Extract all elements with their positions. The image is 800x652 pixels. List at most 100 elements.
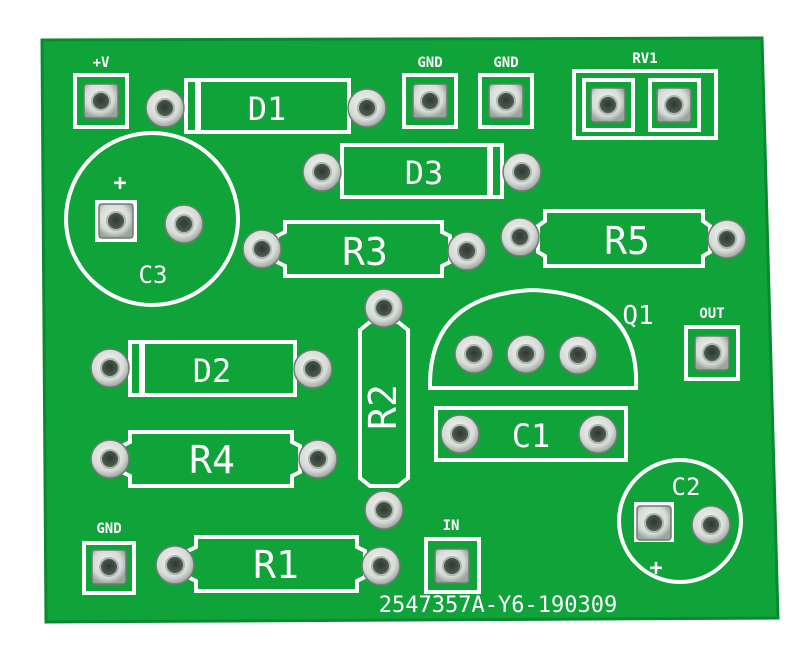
label-c3: C3: [139, 261, 168, 289]
r1-pad-1-hole: [165, 555, 185, 575]
r5-pad-1: [500, 217, 540, 257]
gnd-top-right-pad-hole: [496, 91, 516, 111]
d3-pad-2: [502, 152, 542, 192]
silkscreen-text: +V GND GND RV1 D1 D3 R3 R5 + C3 Q1 OUT D…: [93, 51, 725, 618]
gnd-top-left-outline: [402, 73, 458, 129]
d2-pad-1: [90, 348, 130, 388]
rv1-outline: [572, 69, 718, 140]
r4-pad-1-hole: [100, 449, 120, 469]
rv1-pin2-square: [648, 78, 701, 132]
r3-pad-2: [447, 231, 487, 271]
c2-outline: [617, 458, 743, 584]
out-pad-hole: [702, 343, 722, 363]
c3-pad-2: [164, 204, 204, 244]
in-pad-hole: [442, 556, 462, 576]
r4-pad-2-hole: [308, 449, 328, 469]
rv1-pad-1-hole: [598, 95, 618, 115]
label-r4: R4: [189, 438, 235, 482]
label-d1: D1: [248, 90, 287, 128]
serial-number: 2547357A-Y6-190309: [379, 593, 617, 618]
in-pad: [434, 548, 470, 584]
r3-pad-2-hole: [457, 241, 477, 261]
label-r1: R1: [253, 543, 299, 587]
c2-pad-2-hole: [701, 515, 721, 535]
c2-pad-2: [691, 505, 731, 545]
rv1-pin1-square: [582, 78, 635, 132]
gnd-bottom-pad: [91, 549, 127, 585]
c1-pad-2: [578, 414, 618, 454]
pads: [83, 83, 747, 586]
c3-plus-sign: +: [113, 171, 126, 196]
q1-pad-3-hole: [568, 345, 588, 365]
c3-pad-1: [98, 203, 134, 239]
d3-pad-2-hole: [512, 162, 532, 182]
label-gnd-top-left: GND: [417, 55, 442, 71]
gnd-bottom-outline: [82, 541, 136, 595]
label-gnd-top-right: GND: [493, 55, 518, 71]
r3-pad-1: [242, 229, 282, 269]
q1-pad-1: [454, 334, 494, 374]
plus-v-pad-outline: [73, 73, 129, 129]
label-r3: R3: [342, 230, 388, 274]
c1-outline: [434, 406, 628, 462]
d2-pad-2-hole: [303, 359, 323, 379]
label-out: OUT: [699, 306, 724, 322]
r5-outline: [536, 209, 712, 268]
r4-pad-1: [90, 439, 130, 479]
d1-pad-1-hole: [155, 98, 175, 118]
gnd-top-left-pad-hole: [420, 91, 440, 111]
d2-pad-2: [293, 349, 333, 389]
r1-pad-2-hole: [371, 556, 391, 576]
gnd-top-right-pad: [488, 83, 524, 119]
rv1-pad-2-hole: [664, 95, 684, 115]
label-c1: C1: [512, 417, 551, 455]
r1-pad-1: [155, 545, 195, 585]
r2-pad-1: [364, 288, 404, 328]
r4-pad-2: [298, 439, 338, 479]
label-q1: Q1: [622, 301, 653, 331]
c3-pin1-square: [95, 200, 137, 242]
gnd-top-left-pad: [412, 83, 448, 119]
d1-pad-2-hole: [357, 98, 377, 118]
label-gnd-bottom: GND: [96, 521, 121, 537]
label-d3: D3: [405, 154, 444, 192]
rv1-pad-2: [656, 87, 692, 123]
c2-pad-1: [636, 505, 672, 541]
gnd-top-right-outline: [478, 73, 534, 129]
c1-pad-1: [440, 414, 480, 454]
in-pad-outline: [424, 537, 481, 594]
r5-pad-2-hole: [717, 229, 737, 249]
c3-outline: [64, 131, 240, 307]
c3-pad-1-hole: [106, 211, 126, 231]
q1-pad-1-hole: [464, 344, 484, 364]
c2-pad-1-hole: [644, 513, 664, 533]
label-d2: D2: [193, 352, 232, 390]
r1-pad-2: [361, 546, 401, 586]
d3-outline: [340, 143, 504, 199]
plus-v-pad: [83, 83, 119, 119]
gnd-bottom-pad-hole: [99, 557, 119, 577]
d1-pad-2: [347, 88, 387, 128]
r2-pad-1-hole: [374, 298, 394, 318]
label-r5: R5: [604, 219, 650, 263]
rv1-pad-1: [590, 87, 626, 123]
c1-pad-1-hole: [450, 424, 470, 444]
out-pad: [694, 335, 730, 371]
label-c2: C2: [672, 473, 701, 501]
label-plus-v: +V: [93, 55, 110, 71]
r5-pad-2: [707, 219, 747, 259]
r5-pad-1-hole: [510, 227, 530, 247]
q1-pad-3: [558, 335, 598, 375]
d3-pad-1: [302, 152, 342, 192]
d2-pad-1-hole: [100, 358, 120, 378]
c2-plus-sign: +: [649, 556, 662, 581]
c3-pad-2-hole: [174, 214, 194, 234]
r2-pad-2: [364, 490, 404, 530]
q1-pad-2: [506, 334, 546, 374]
label-in: IN: [443, 518, 460, 534]
c1-pad-2-hole: [588, 424, 608, 444]
q1-pad-2-hole: [516, 344, 536, 364]
plus-v-pad-hole: [91, 91, 111, 111]
out-pad-outline: [684, 325, 740, 381]
